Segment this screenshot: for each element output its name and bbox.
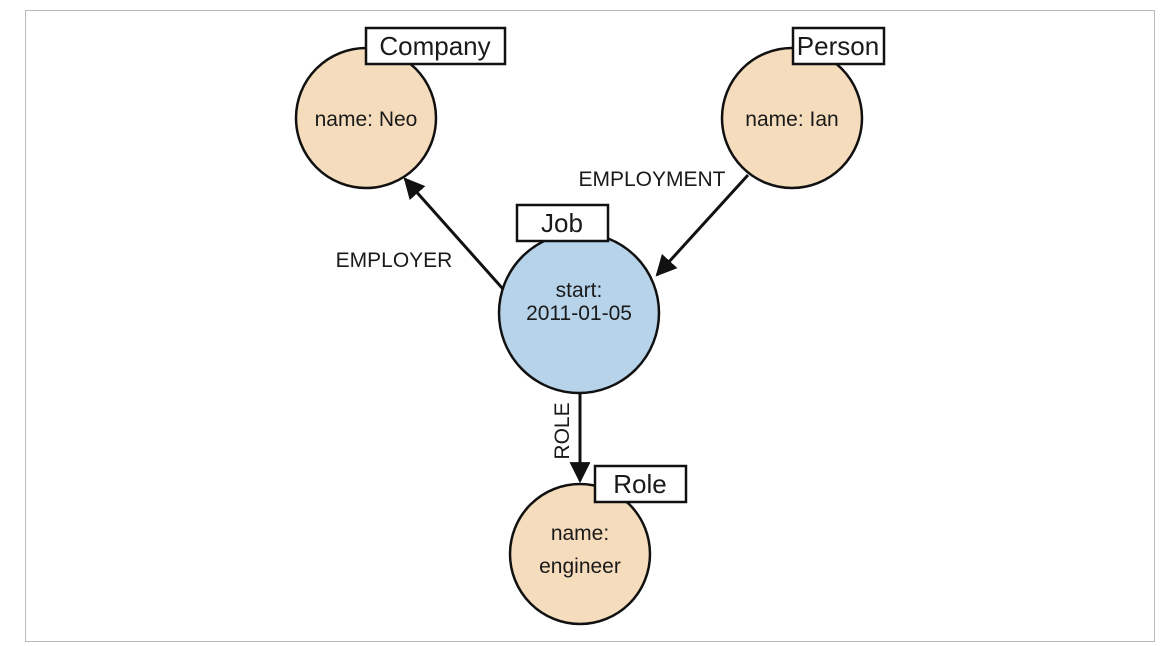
edge-employment-line [655, 173, 750, 277]
job-property-value: 2011-01-05 [526, 302, 632, 325]
role-label-box [593, 464, 688, 504]
edge-employer-line [403, 177, 505, 290]
person-property: name: Ian [745, 108, 838, 131]
role-property-value: engineer [539, 555, 621, 578]
company-node: name: Neo Company [294, 26, 507, 190]
person-label-box [791, 26, 886, 66]
company-property: name: Neo [315, 108, 418, 131]
role-circle [508, 482, 652, 626]
role-node: name: engineer Role [508, 464, 688, 626]
role-property-key: name: [551, 522, 609, 545]
company-label: Company [379, 31, 490, 61]
person-node: name: Ian Person [720, 26, 886, 190]
job-label-box [515, 203, 610, 243]
edge-employment-label: EMPLOYMENT [578, 168, 725, 191]
job-label: Job [541, 208, 583, 238]
job-node: start: 2011-01-05 Job [497, 203, 661, 395]
role-label: Role [613, 469, 666, 499]
edge-employer-label: EMPLOYER [336, 249, 453, 272]
company-label-box [364, 26, 507, 66]
job-property-key: start: [556, 279, 603, 302]
person-label: Person [797, 31, 879, 61]
edge-role-label: ROLE [551, 402, 574, 459]
